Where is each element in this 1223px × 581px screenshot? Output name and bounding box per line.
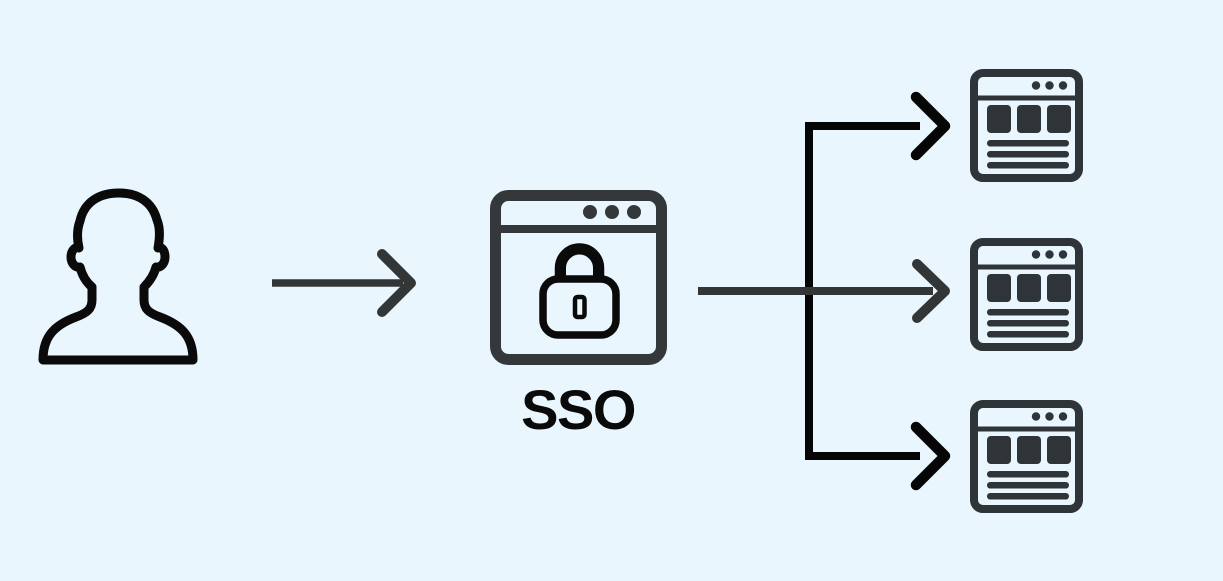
app-window-node [970, 400, 1083, 513]
window-dots [583, 205, 641, 219]
app-window-icon [970, 69, 1083, 182]
app-window-node [970, 69, 1083, 182]
browser-lock-icon [490, 190, 667, 365]
arrow-user-to-sso [272, 249, 416, 317]
lock-icon [539, 243, 620, 339]
sso-node [490, 190, 667, 365]
app-window-icon [970, 238, 1083, 351]
user-node [33, 188, 203, 368]
app-window-icon [970, 400, 1083, 513]
app-window-node [970, 238, 1083, 351]
user-silhouette-icon [38, 188, 198, 365]
sso-label: SSO [521, 378, 636, 441]
arrow-sso-to-apps [698, 259, 950, 323]
